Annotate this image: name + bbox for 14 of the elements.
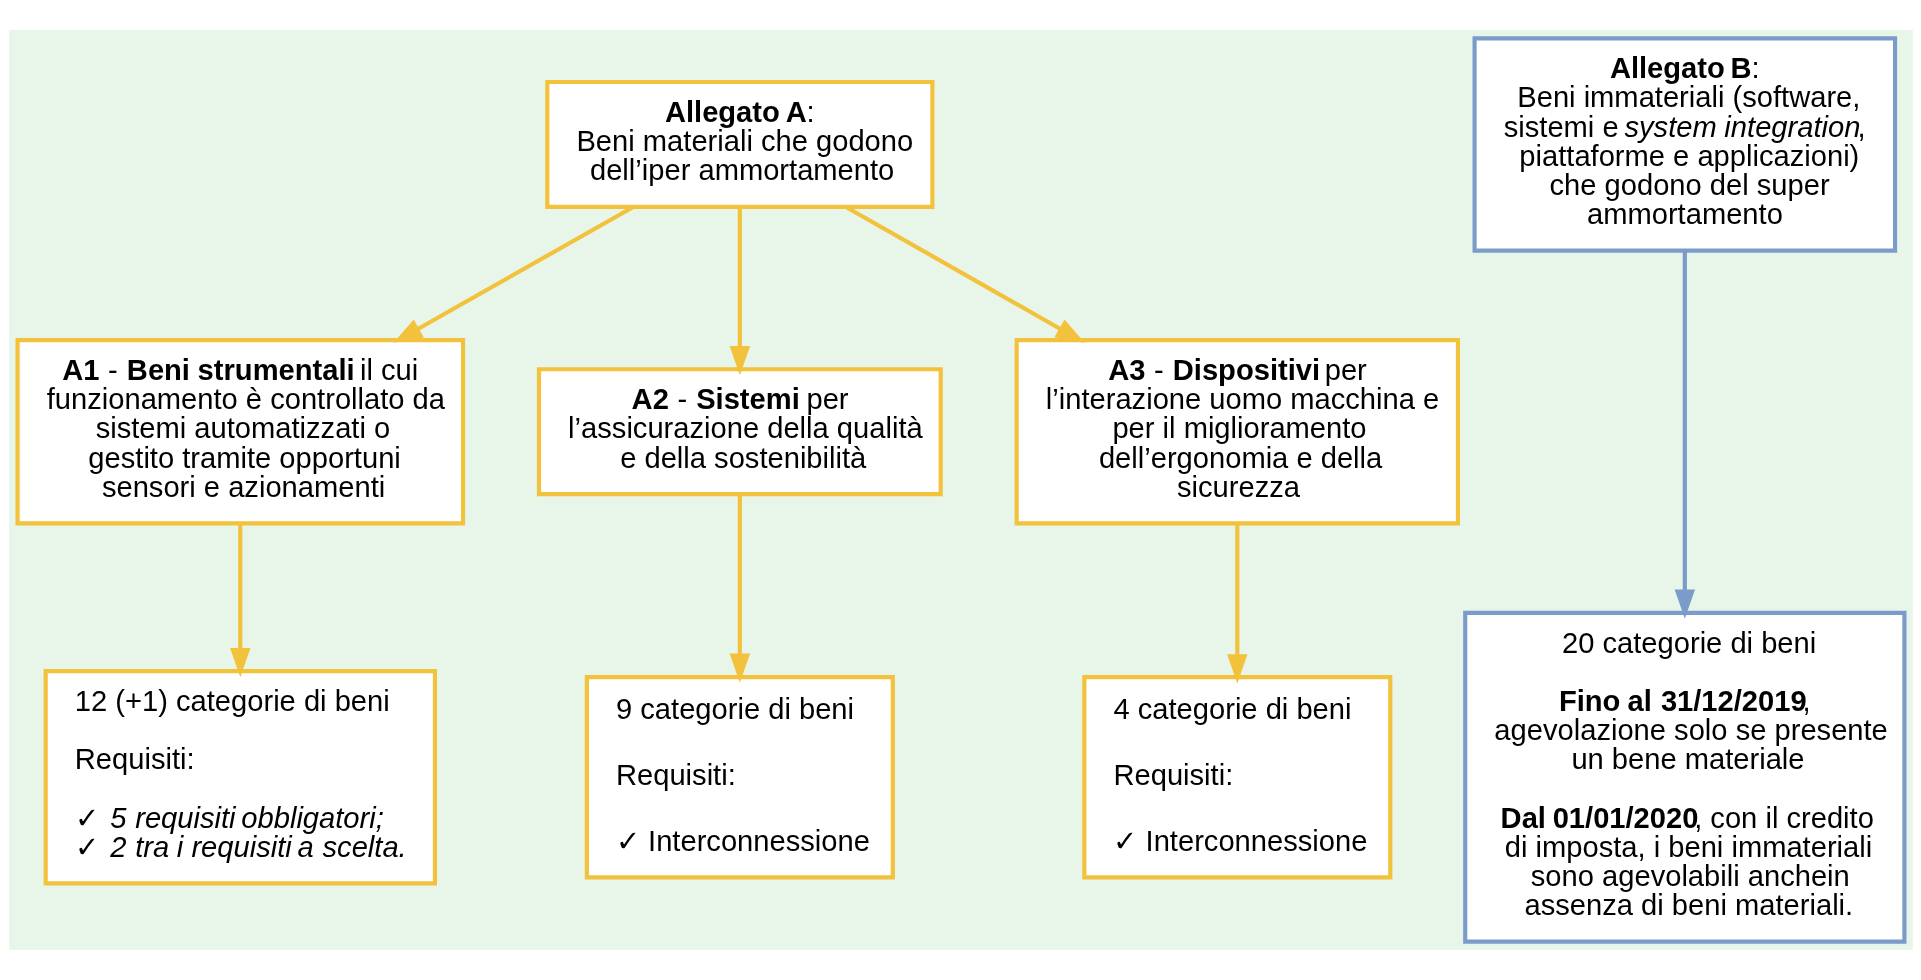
arrow — [229, 523, 250, 678]
node-box: A3 - Dispositivi per l’interazione uomo macchina e per il miglioramento dell’ergonomia e della sicurezza — [1014, 338, 1460, 526]
arrow — [729, 494, 750, 683]
node-box: Allegato A: Beni materiali che godono dell’iper ammortamento — [544, 79, 934, 209]
node-box: 12 (+1) categorie di beni Requisiti: ✓ 5 requisiti obbligatori; ✓ 2 tra i requisiti a scelta. — [43, 669, 437, 886]
arrow — [1226, 523, 1248, 684]
node-box: 9 categorie di beni Requisiti: ✓ Interconnessione — [584, 675, 895, 880]
node-box: 4 categorie di beni Requisiti: ✓ Interconnessione — [1081, 675, 1392, 880]
node-box: A1 - Beni strumentali il cui funzionamento è controllato da sistemi automatizzati o gestito tramite opportuni sensori e azionamenti — [15, 338, 465, 526]
arrow — [729, 207, 750, 376]
node-box: A2 - Sistemi per l’assicurazione della qualità e della sostenibilità — [536, 367, 943, 497]
node-box: Allegato B: Beni immateriali (software, sistemi e system integration, piattaforme e applicazioni) che godono del super ammortamento — [1472, 36, 1897, 253]
arrow — [1674, 251, 1695, 619]
node-box: 20 categorie di beni Fino al 31/12/2019, agevolazione solo se presente un bene materiale Dal 01/01/2020, con il credito di imposta, i beni immateriali sono agevolabili anchein assenza di beni materiali. — [1462, 610, 1906, 944]
